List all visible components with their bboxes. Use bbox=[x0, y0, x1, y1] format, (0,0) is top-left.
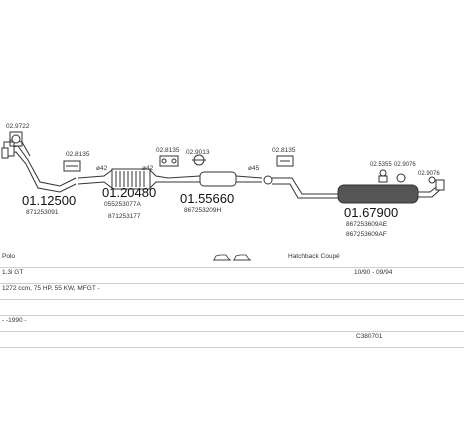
ref-number-867253609ae: 867253609AE bbox=[346, 221, 388, 228]
part-number-01-12500: 01.12500 bbox=[22, 193, 76, 208]
middle-muffler-part bbox=[167, 171, 273, 187]
hanger-label-02-5355: 02.5355 bbox=[370, 162, 392, 168]
engine-spec: 1272 ccm, 75 HP, 55 KW, MFGT - bbox=[2, 285, 100, 292]
info-row-note: - -1990 - bbox=[0, 314, 464, 332]
clamp-02-8135-c-icon bbox=[276, 155, 294, 167]
clamp-02-9722-icon bbox=[9, 131, 23, 147]
clamp-label-02-8135-a: 02.8135 bbox=[66, 151, 90, 158]
clamp-label-02-8135-b: 02.8135 bbox=[156, 147, 180, 154]
clamp-label-02-8135-c: 02.8135 bbox=[272, 147, 296, 154]
catalog-number: C380701 bbox=[356, 333, 383, 340]
diameter-label-42-b: ø42 bbox=[142, 165, 154, 172]
clamp-02-8135-b-icon bbox=[159, 155, 179, 167]
production-dates: 10/90 - 09/94 bbox=[354, 269, 393, 276]
ref-number-867253609af: 867253609AF bbox=[346, 231, 387, 238]
clamp-label-02-9722: 02.9722 bbox=[6, 123, 30, 130]
hanger-label-02-9076-b: 02.9076 bbox=[418, 171, 440, 177]
info-row-spec: 1272 ccm, 75 HP, 55 KW, MFGT - bbox=[0, 282, 464, 300]
car-body-icon bbox=[213, 254, 251, 261]
info-row-blank bbox=[0, 298, 464, 316]
exhaust-system-diagram: 02.9722 02.8135 01.12500 871253091 ø42 ø… bbox=[1, 123, 445, 238]
ref-number-867253209h: 867253209H bbox=[184, 207, 222, 214]
ref-number-871253091: 871253091 bbox=[26, 209, 59, 216]
hanger-label-02-9076-a: 02.9076 bbox=[394, 162, 416, 168]
info-row-catalog: C380701 bbox=[0, 330, 464, 348]
body-type: Hatchback Coupé bbox=[288, 253, 340, 260]
clamp-02-8135-a-icon bbox=[63, 160, 81, 172]
info-row-engine: 1.3i GT 10/90 - 09/94 bbox=[0, 266, 464, 284]
ref-number-055253077a: 055253077A bbox=[104, 201, 142, 208]
hanger-02-9076-a-icon bbox=[396, 173, 406, 183]
ref-number-871253177: 871253177 bbox=[108, 213, 141, 220]
hanger-02-9013-icon bbox=[192, 154, 206, 166]
model-name: Polo bbox=[2, 253, 16, 260]
diameter-label-45: ø45 bbox=[248, 165, 260, 172]
info-row-model: Polo Hatchback Coupé bbox=[0, 250, 464, 268]
part-number-01-55660: 01.55660 bbox=[180, 191, 234, 206]
diameter-label-42-a: ø42 bbox=[96, 165, 108, 172]
rear-silencer-part bbox=[272, 177, 445, 204]
hanger-label-02-9013: 02.9013 bbox=[186, 149, 210, 156]
part-number-01-20480: 01.20480 bbox=[102, 185, 156, 200]
hanger-02-9076-b-icon bbox=[428, 176, 436, 184]
center-pipe-part bbox=[77, 168, 169, 190]
engine-name: 1.3i GT bbox=[2, 269, 24, 276]
hanger-02-5355-icon bbox=[378, 169, 388, 183]
car-icons bbox=[212, 252, 252, 264]
note-text: - -1990 - bbox=[2, 317, 27, 324]
part-number-01-67900: 01.67900 bbox=[344, 205, 398, 220]
